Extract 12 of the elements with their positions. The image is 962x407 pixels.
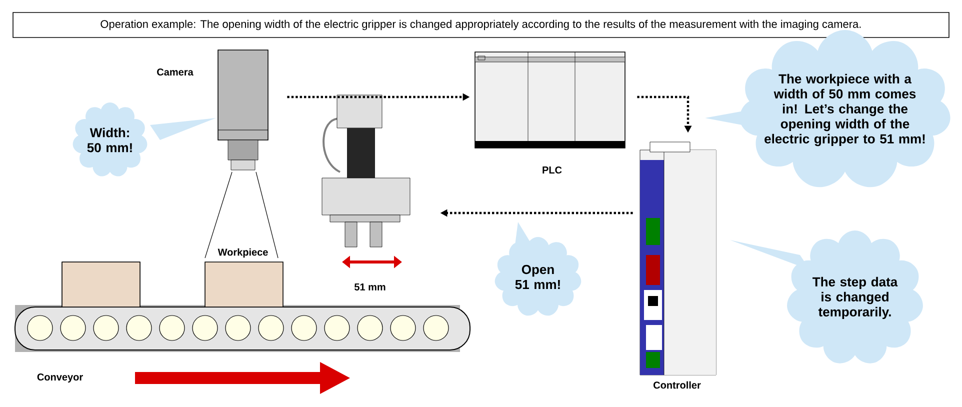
speech-cloud: Open 51 mm!	[494, 222, 582, 316]
part-label: 51 mm	[353, 282, 387, 292]
node-label: Controller	[654, 381, 701, 389]
speech-cloud: The workpiece with a width of 50 mm comes in! Let’s change the opening width of the electric gripper to 51 mm!	[705, 30, 950, 188]
speech-cloud: Width: 50 mm!	[72, 102, 216, 176]
part-label: Conveyor	[36, 372, 84, 384]
gripper-drawing	[322, 94, 410, 248]
node-label: PLC	[542, 166, 562, 174]
node-label: Camera	[157, 68, 194, 76]
speech-cloud: The step data is changed temporarily.	[730, 230, 923, 364]
part-label: Workpiece	[216, 247, 270, 259]
title-box: Operation example: The opening width of the electric gripper is changed appropriately according to the results of the measurement with the imaging camera.	[12, 12, 950, 38]
